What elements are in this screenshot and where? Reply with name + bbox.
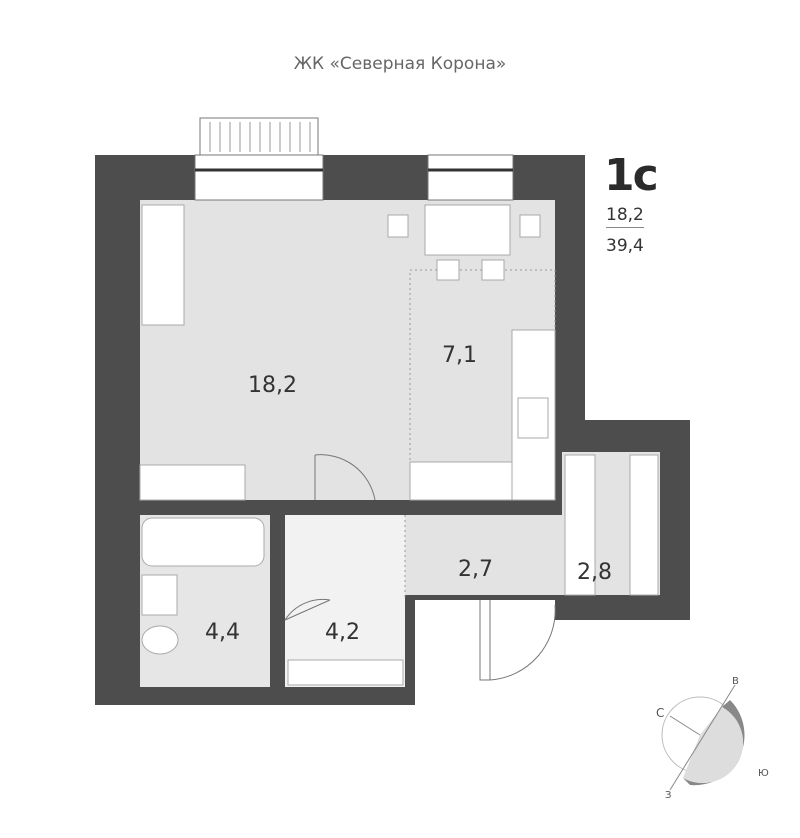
chair	[481, 259, 505, 281]
room-area-storage: 2,8	[577, 560, 612, 585]
sink	[517, 397, 549, 439]
room-area-bathroom: 4,4	[205, 620, 240, 645]
compass-east-label: В	[732, 676, 739, 687]
compass-north-label: С	[656, 706, 665, 720]
sofa	[141, 204, 185, 326]
room-area-kitchen: 7,1	[442, 343, 477, 368]
storage-shelves	[629, 454, 659, 596]
room-area-hall: 2,7	[458, 557, 493, 582]
desk	[139, 464, 246, 501]
chair	[387, 214, 409, 238]
corridor-floor	[285, 515, 405, 687]
window	[194, 154, 324, 201]
door	[314, 454, 376, 501]
compass-icon	[661, 684, 745, 791]
wall	[140, 500, 315, 515]
room-area-living: 18,2	[248, 373, 297, 398]
compass-south-label: Ю	[758, 768, 769, 779]
toilet	[141, 625, 179, 655]
bathroom-sink	[141, 574, 178, 616]
apartment-type: 1с	[604, 150, 659, 201]
chair	[519, 214, 541, 238]
wall	[555, 420, 562, 515]
door	[284, 598, 331, 621]
wall	[375, 500, 555, 515]
entrance-door	[479, 600, 556, 681]
compass-west-label: З	[665, 790, 672, 801]
wall	[660, 452, 662, 595]
wall	[270, 515, 285, 687]
living-area: 18,2	[606, 205, 644, 228]
storage-shelves	[564, 454, 596, 596]
chair	[436, 259, 460, 281]
window	[427, 154, 514, 201]
complex-title: ЖК «Северная Корона»	[293, 54, 507, 74]
room-area-corridor: 4,2	[325, 620, 360, 645]
wardrobe	[287, 659, 404, 686]
hall-gap	[555, 515, 562, 595]
bathtub	[141, 517, 265, 567]
stove	[409, 461, 513, 501]
total-area: 39,4	[606, 236, 644, 256]
dining-table	[424, 204, 511, 256]
hall-floor	[405, 515, 555, 595]
